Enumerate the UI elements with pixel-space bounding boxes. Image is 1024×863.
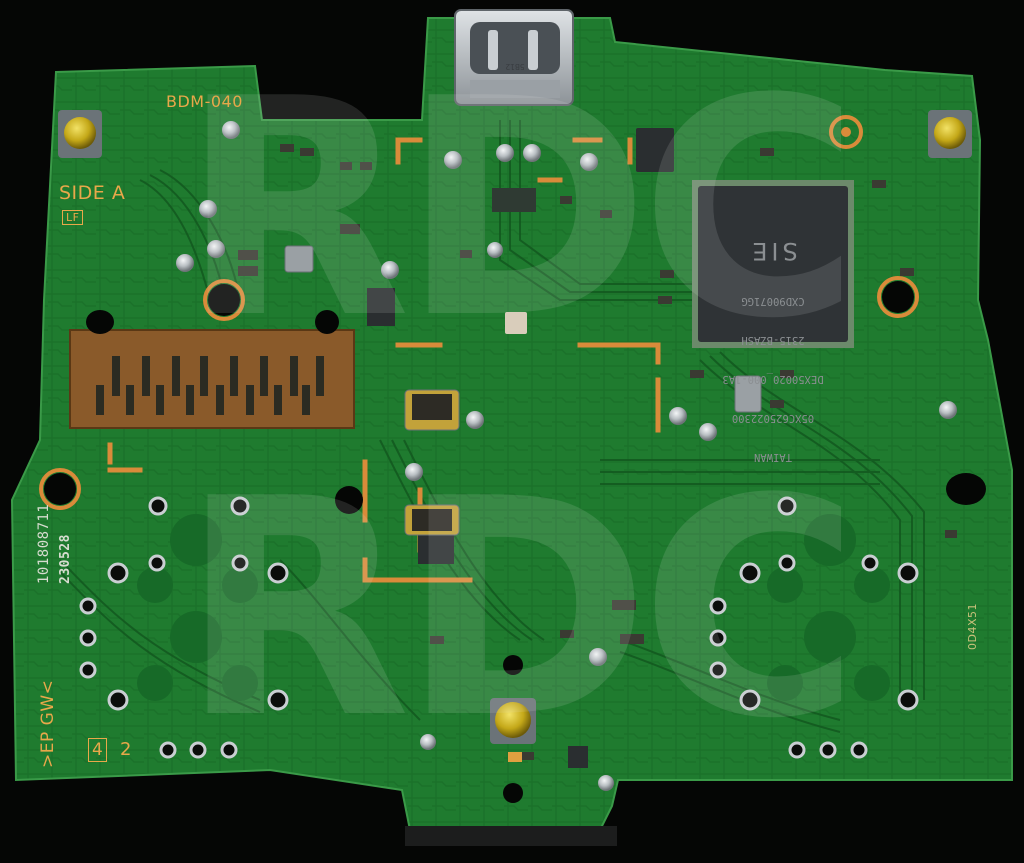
chip-line5: TAIWAN xyxy=(754,451,792,463)
usb-marking: 5B12 xyxy=(505,62,525,71)
lf-mark: LF xyxy=(62,210,84,225)
part-number-text: 10180871 xyxy=(36,512,52,584)
chip-line3: DEX50020_000-1A3 xyxy=(722,373,824,385)
date-code: 230528 xyxy=(58,534,73,584)
chip-line4: 05XC625022300 xyxy=(731,412,815,424)
tact-buttons xyxy=(58,110,972,744)
chip-marking: TAIWAN 05XC625022300 DEX50020_000-1A3 23… xyxy=(700,208,846,489)
chip-line2: 2315-BZASH xyxy=(741,334,805,346)
edge-label: >EP GW< xyxy=(38,679,58,768)
box-suffix: 2 xyxy=(120,739,132,760)
part-number-suffix: 1 xyxy=(36,503,52,513)
side-label: SIDE A xyxy=(59,182,126,204)
chip-line1: CXD90071GG xyxy=(741,295,805,307)
ribbon-connector-pads xyxy=(69,329,355,429)
box-number: 4 xyxy=(88,738,108,762)
right-code: 0D4X51 xyxy=(966,603,979,650)
lf-mark-text: LF xyxy=(66,211,80,224)
part-number: 101808711 xyxy=(36,504,52,584)
chip-brand: SIE xyxy=(748,237,798,265)
main-processor-chip xyxy=(692,180,854,348)
model-label: BDM-040 xyxy=(166,92,243,111)
usb-c-port xyxy=(454,9,574,106)
